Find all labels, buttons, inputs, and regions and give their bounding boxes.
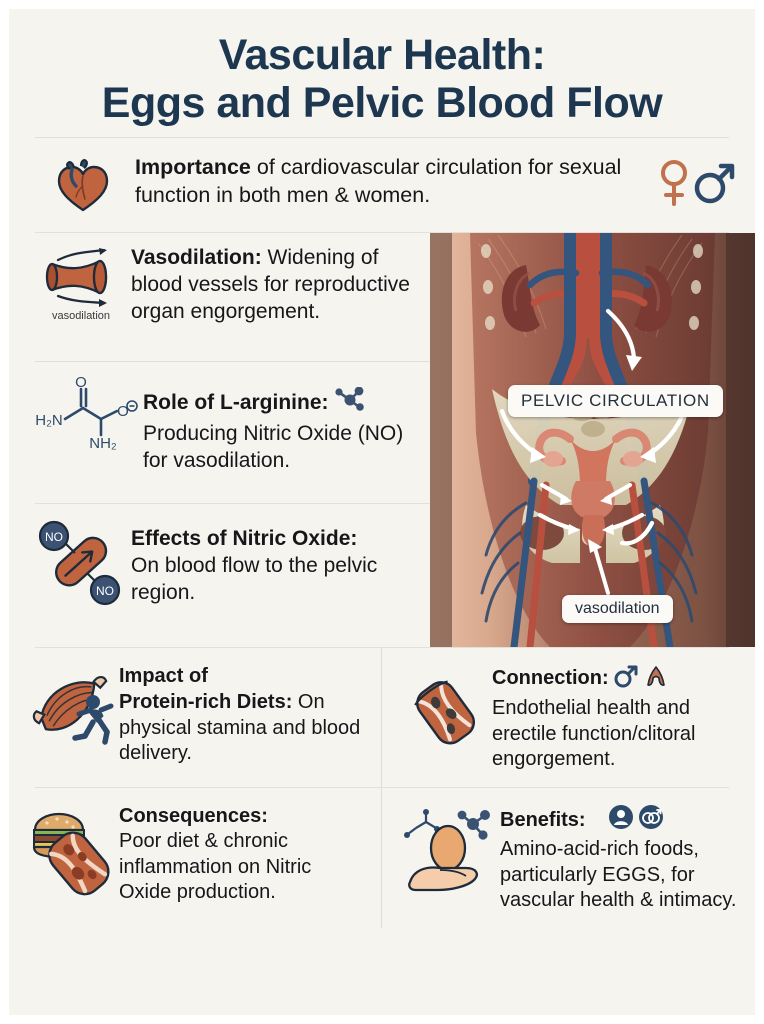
row-protein-diets-rest: On physical stamina and blood delivery. xyxy=(119,690,361,765)
page-title: Vascular Health: Eggs and Pelvic Blood F… xyxy=(9,9,755,137)
nitric-oxide-icon-cell: NO NO xyxy=(31,513,131,609)
clitoris-anatomy-icon xyxy=(643,664,669,696)
row-consequences-rest: Poor diet & chronic inflammation on Nitr… xyxy=(119,830,312,904)
row-connection-text: Connection: Endothelial health and erect… xyxy=(492,662,743,772)
row-protein-diets-lead-1: Impact of xyxy=(119,665,208,688)
row-nitric-oxide-text: Effects of Nitric Oxide: On blood flow t… xyxy=(131,513,429,606)
row-nitric-oxide-rest: On blood flow to the pelvic region. xyxy=(131,554,378,605)
egg-hand-icon-cell xyxy=(400,802,500,898)
artery-cross-section-icon xyxy=(414,680,476,745)
no-badge-label-2: NO xyxy=(96,584,114,598)
divider xyxy=(35,647,729,649)
amino-acid-icon-cell: O H₂N O NH₂ xyxy=(31,371,143,461)
artery-icon-cell xyxy=(400,662,492,754)
row-benefits: Benefits: Amino-acid-rich foods, particu… xyxy=(382,788,755,928)
row-vasodilation: vasodilation Vasodilation: Widening of b… xyxy=(9,233,439,361)
amine-label: H₂N xyxy=(35,412,63,429)
male-symbol-icon xyxy=(613,664,639,696)
divider xyxy=(35,361,431,363)
row-l-arginine-rest: Producing Nitric Oxide (NO) for vasodila… xyxy=(143,422,404,473)
row-importance: Importance of cardiovascular circulation… xyxy=(9,138,755,232)
row-l-arginine-lead: Role of L-arginine: xyxy=(143,391,329,415)
row-importance-rest: of cardiovascular circulation for sexual… xyxy=(135,155,622,208)
amino-acid-structure-icon: O H₂N O NH₂ xyxy=(35,375,138,452)
row-nitric-oxide-lead: Effects of Nitric Oxide: xyxy=(131,527,358,551)
row-connection-rest: Endothelial health and erectile function… xyxy=(492,696,696,771)
cols-row-a: Impact of Protein-rich Diets: On physica… xyxy=(9,648,755,787)
title-line-1: Vascular Health: xyxy=(218,31,546,79)
muscle-runner-icon xyxy=(32,676,114,746)
row-consequences: Consequences: Poor diet & chronic inflam… xyxy=(9,787,382,929)
row-benefits-text: Benefits: Amino-acid-rich foods, particu… xyxy=(500,802,743,914)
burger-clogged-vessel-icon xyxy=(32,812,110,896)
male-symbol-icon xyxy=(694,164,735,204)
anatomy-label-vasodilation: vasodilation xyxy=(562,595,673,624)
row-connection: Connection: Endothelial health and erect… xyxy=(382,648,755,786)
oxide-label: O xyxy=(117,403,129,420)
row-l-arginine-text: Role of L-arginine: Pr xyxy=(143,371,429,474)
row-protein-diets-lead-2: Protein-rich Diets: xyxy=(119,690,293,713)
oxygen-label: O xyxy=(75,375,87,391)
row-l-arginine: O H₂N O NH₂ Role of L-arginine: xyxy=(9,362,439,503)
female-symbol-icon xyxy=(661,160,687,207)
no-badge-label-1: NO xyxy=(45,530,63,544)
anatomy-artwork xyxy=(430,233,755,648)
infographic-poster: Vascular Health: Eggs and Pelvic Blood F… xyxy=(9,9,755,1015)
gender-pair-badge-icon xyxy=(638,804,664,838)
person-badge-icon xyxy=(608,804,634,838)
row-importance-text: Importance of cardiovascular circulation… xyxy=(135,152,657,210)
divider xyxy=(35,503,431,505)
row-vasodilation-text: Vasodilation: Widening of blood vessels … xyxy=(131,242,429,325)
vessel-icon-cell: vasodilation xyxy=(31,242,131,322)
amide-label: NH₂ xyxy=(89,435,117,452)
row-protein-diets-text: Impact of Protein-rich Diets: On physica… xyxy=(119,662,369,766)
muscle-icon-cell xyxy=(27,662,119,750)
mid-section: vasodilation Vasodilation: Widening of b… xyxy=(9,233,755,648)
row-connection-lead: Connection: xyxy=(492,667,609,690)
burger-vessel-icon-cell xyxy=(27,802,119,898)
row-benefits-rest: Amino-acid-rich foods, particularly EGGS… xyxy=(500,838,737,912)
row-consequences-text: Consequences: Poor diet & chronic inflam… xyxy=(119,802,369,906)
row-nitric-oxide: NO NO Effects of Nitric Oxide: On blood … xyxy=(9,504,439,644)
nitric-oxide-vessel-icon: NO NO xyxy=(38,521,121,606)
row-protein-diets: Impact of Protein-rich Diets: On physica… xyxy=(9,648,382,787)
heart-icon-cell xyxy=(31,152,135,218)
row-consequences-lead: Consequences: xyxy=(119,804,268,827)
vessel-icon-caption: vasodilation xyxy=(51,310,111,323)
row-importance-lead: Importance xyxy=(135,155,251,180)
blood-vessel-dilation-icon xyxy=(45,248,108,308)
anatomy-label-pelvic-circulation: PELVIC CIRCULATION xyxy=(508,385,723,418)
gender-symbols-group xyxy=(657,152,737,210)
divider xyxy=(35,137,729,139)
row-vasodilation-lead: Vasodilation: xyxy=(131,246,262,270)
divider xyxy=(35,232,729,234)
row-benefits-lead: Benefits: xyxy=(500,808,586,831)
divider xyxy=(35,786,729,788)
egg-in-hand-molecule-icon xyxy=(404,808,490,891)
row-vasodilation-rest: Widening of blood vessels for reproducti… xyxy=(131,246,410,324)
mid-left-column: vasodilation Vasodilation: Widening of b… xyxy=(9,233,439,647)
heart-icon xyxy=(57,159,109,212)
cols-row-b: Consequences: Poor diet & chronic inflam… xyxy=(9,787,755,929)
title-line-2: Eggs and Pelvic Blood Flow xyxy=(101,79,663,128)
pelvic-anatomy-illustration: PELVIC CIRCULATION vasodilation xyxy=(430,233,755,648)
molecule-icon xyxy=(333,386,369,420)
